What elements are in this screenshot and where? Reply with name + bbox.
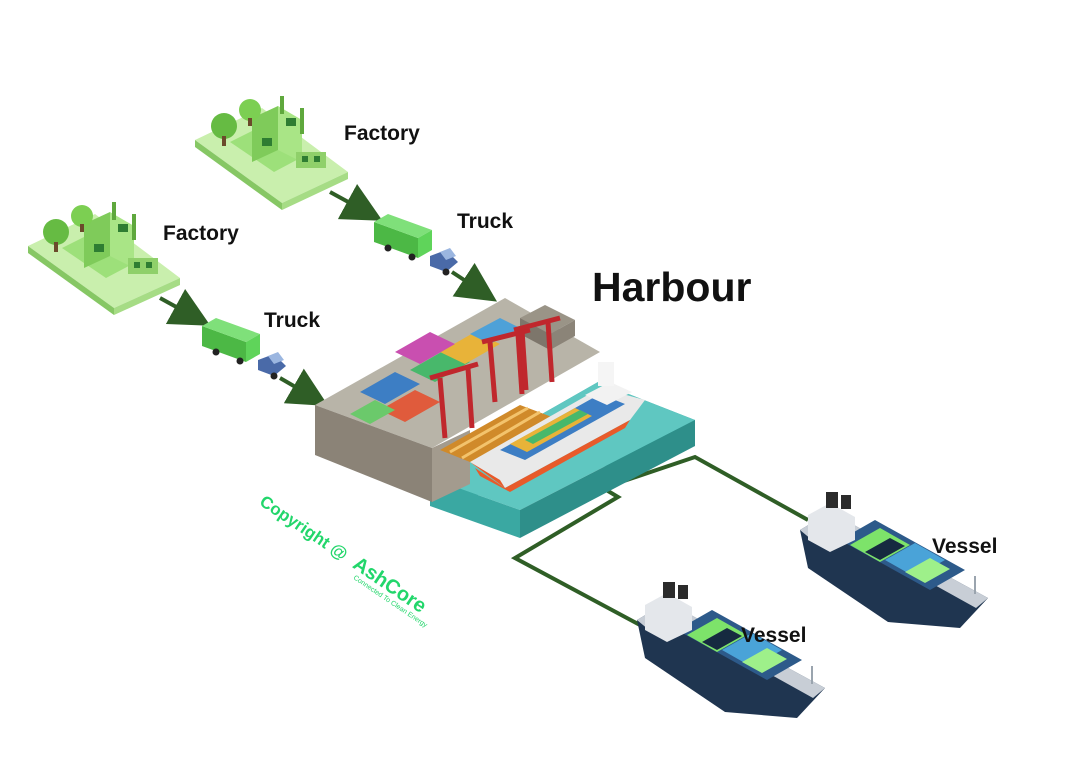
truck-1-label: Truck <box>457 210 514 233</box>
factory-2-illustration <box>28 202 180 315</box>
vessel-2-label: Vessel <box>741 624 807 647</box>
factory-2-label: Factory <box>163 222 239 245</box>
factory-1-label: Factory <box>344 122 420 145</box>
arrow-truck2-to-harbour <box>278 368 329 407</box>
truck-2-label: Truck <box>264 309 321 332</box>
truck-1-illustration <box>374 214 458 276</box>
vessel-2-illustration <box>637 582 825 718</box>
truck-2-illustration <box>202 318 286 380</box>
vessel-1-illustration <box>800 492 988 628</box>
port-ship <box>470 362 645 492</box>
connector-to-vessel-2 <box>510 486 641 627</box>
arrow-factory1-to-truck1 <box>329 184 383 221</box>
harbour-illustration <box>315 298 695 538</box>
flow-arrows <box>159 184 498 407</box>
arrow-truck1-to-harbour <box>450 262 498 302</box>
container-stacks <box>350 318 520 424</box>
gantry-cranes <box>429 315 561 439</box>
factory-1-illustration <box>195 96 348 210</box>
vessel-1-label: Vessel <box>932 535 998 558</box>
harbour-label: Harbour <box>592 264 752 310</box>
arrow-factory2-to-truck2 <box>159 288 211 326</box>
